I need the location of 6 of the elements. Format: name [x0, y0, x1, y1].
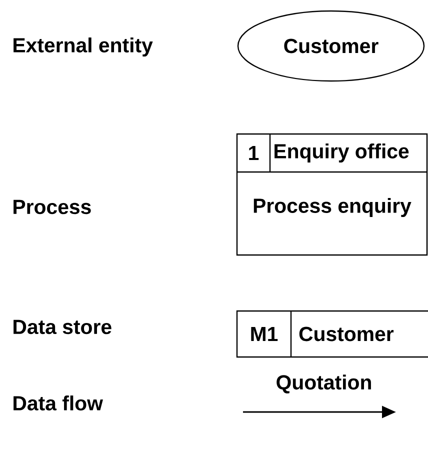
- symbol-name-label: Data flow: [14, 396, 103, 410]
- symbol-name-label: Process: [14, 200, 91, 214]
- data-store-box: M1 Customer: [236, 310, 428, 358]
- symbol-name-label: External entity: [14, 37, 153, 57]
- process-box: 1 Enquiry office Process enquiry: [236, 133, 428, 256]
- symbol-name-label: Data store: [14, 320, 112, 334]
